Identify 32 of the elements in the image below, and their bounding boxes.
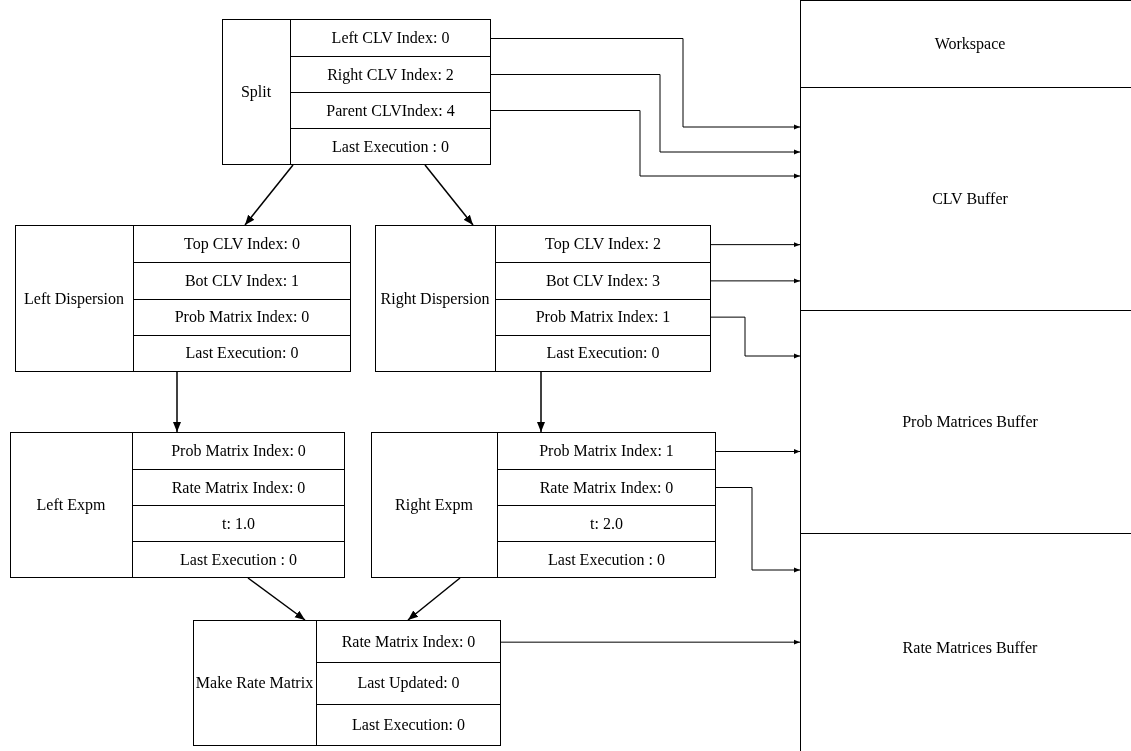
arrow [709,316,801,359]
node-label: Split [240,82,272,102]
record-box [193,620,501,746]
arrow [247,577,306,621]
node-label: Rate Matrices Buffer [902,638,1038,658]
record-box [375,225,711,372]
node-label: Prob Matrices Buffer [902,412,1038,432]
node-label: Workspace [934,34,1006,54]
node-label: Left Expm [36,495,106,515]
record-box [371,432,716,578]
arrow [424,164,474,226]
arrow [499,639,801,645]
arrow [489,74,801,155]
node-label: Make Rate Matrix [195,673,314,693]
arrow [489,38,801,130]
arrow [173,371,181,433]
arrow [537,371,545,433]
record-box [15,225,351,372]
arrow [709,278,801,284]
record-box [222,19,491,165]
node-label: CLV Buffer [932,189,1008,209]
arrow [714,487,801,573]
node-label: Left Dispersion [24,288,124,309]
buffer-box [800,0,1131,88]
arrow [244,164,294,226]
arrow [709,242,801,248]
arrow [407,577,461,621]
node-label: Right Dispersion [380,288,490,309]
node-label: Right Expm [395,495,473,515]
arrow [489,110,801,179]
arrow [714,449,801,454]
record-box [10,432,345,578]
